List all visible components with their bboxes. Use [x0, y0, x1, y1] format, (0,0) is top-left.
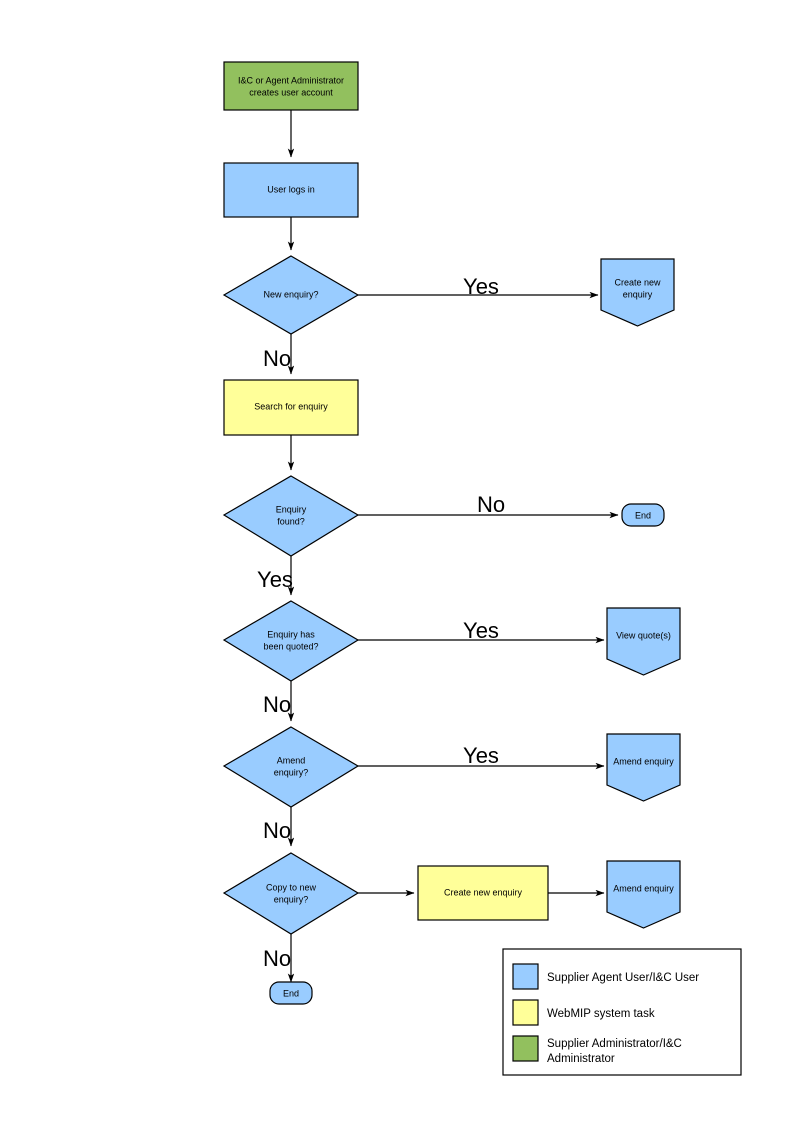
node-shape-diamond — [222, 600, 360, 682]
edge-label-copy-no: No — [263, 946, 291, 971]
node-view-quotes[interactable]: View quote(s) — [606, 607, 681, 676]
node-label: Amend enquiry — [613, 756, 674, 766]
node-label: End — [635, 510, 651, 520]
node-new-enquiry-decision[interactable]: New enquiry? — [222, 255, 360, 335]
node-shape-diamond — [222, 475, 360, 557]
node-label: Create new enquiry — [444, 887, 523, 897]
node-user-logs-in[interactable]: User logs in — [223, 162, 359, 218]
edge-label-amend-yes: Yes — [463, 743, 499, 768]
legend-border — [502, 948, 742, 1076]
legend-item-supplier-agent-user: Supplier Agent User/I&C User — [512, 963, 699, 990]
node-enquiry-quoted-decision[interactable]: Enquiry has been quoted? — [222, 600, 360, 682]
node-label: End — [283, 988, 299, 998]
node-amend-enquiry-decision[interactable]: Amend enquiry? — [222, 726, 360, 808]
node-create-new-enquiry-1[interactable]: Create new enquiry — [600, 258, 675, 327]
edge-label-layer: Yes No No Yes Yes No Yes No No — [257, 274, 505, 971]
node-label: User logs in — [267, 184, 315, 194]
node-shape-rectangle — [223, 379, 359, 436]
edge-label-new-enquiry-yes: Yes — [463, 274, 499, 299]
node-label-line2: been quoted? — [263, 641, 318, 651]
legend-item-webmip-system-task: WebMIP system task — [512, 999, 655, 1026]
edge-label-quoted-yes: Yes — [463, 618, 499, 643]
node-copy-to-new-enquiry-decision[interactable]: Copy to new enquiry? — [222, 852, 360, 935]
node-label-line2: found? — [277, 516, 305, 526]
node-label-line1: Enquiry has — [267, 629, 315, 639]
node-admin-creates-user-account[interactable]: I&C or Agent Administrator creates user … — [223, 61, 359, 111]
node-shape-diamond — [222, 726, 360, 808]
node-label: New enquiry? — [263, 289, 318, 299]
legend-swatch-green — [512, 1035, 539, 1062]
node-shape-rectangle — [417, 865, 549, 921]
legend-label-yellow: WebMIP system task — [547, 1008, 655, 1020]
node-search-for-enquiry[interactable]: Search for enquiry — [223, 379, 359, 436]
node-label-line1: Amend — [277, 755, 306, 765]
node-end-2[interactable]: End — [269, 981, 313, 1005]
node-amend-enquiry-1[interactable]: Amend enquiry — [606, 733, 681, 802]
node-label: View quote(s) — [616, 630, 671, 640]
node-label-line1: Copy to new — [266, 882, 317, 892]
node-label-line1: Enquiry — [276, 504, 307, 514]
legend-label-green-line2: Administrator — [547, 1053, 615, 1065]
connector-layer — [287, 110, 619, 983]
node-label-line2: enquiry? — [274, 767, 309, 777]
legend-item-supplier-administrator: Supplier Administrator/I&C Administrator — [512, 1035, 682, 1065]
legend-label-blue: Supplier Agent User/I&C User — [547, 972, 699, 984]
edge-label-found-no: No — [477, 492, 505, 517]
legend-swatch-blue — [512, 963, 539, 990]
node-shape-rectangle — [223, 61, 359, 111]
legend-swatch-yellow — [512, 999, 539, 1026]
node-label-line2: enquiry? — [274, 894, 309, 904]
node-create-new-enquiry-2[interactable]: Create new enquiry — [417, 865, 549, 921]
node-shape-rectangle — [223, 162, 359, 218]
node-label-line1: Create new — [614, 277, 661, 287]
node-shape-pentagon-notch — [600, 258, 675, 327]
node-end-1[interactable]: End — [621, 503, 665, 527]
node-shape-terminator — [269, 981, 313, 1005]
node-shape-pentagon-notch — [606, 733, 681, 802]
node-shape-pentagon-notch — [606, 860, 681, 929]
legend-label-green-line1: Supplier Administrator/I&C — [547, 1038, 682, 1050]
node-label: Amend enquiry — [613, 883, 674, 893]
node-shape-diamond — [222, 852, 360, 935]
node-amend-enquiry-2[interactable]: Amend enquiry — [606, 860, 681, 929]
node-label-line2: creates user account — [249, 87, 333, 97]
edge-label-found-yes: Yes — [257, 567, 293, 592]
node-shape-diamond — [222, 255, 360, 335]
legend: Supplier Agent User/I&C User WebMIP syst… — [502, 948, 742, 1076]
edge-label-new-enquiry-no: No — [263, 346, 291, 371]
node-enquiry-found-decision[interactable]: Enquiry found? — [222, 475, 360, 557]
node-shape-terminator — [621, 503, 665, 527]
node-label: Search for enquiry — [254, 401, 328, 411]
edge-label-quoted-no: No — [263, 692, 291, 717]
node-shape-pentagon-notch — [606, 607, 681, 676]
edge-label-amend-no: No — [263, 818, 291, 843]
node-label-line1: I&C or Agent Administrator — [238, 75, 344, 85]
node-label-line2: enquiry — [623, 289, 653, 299]
